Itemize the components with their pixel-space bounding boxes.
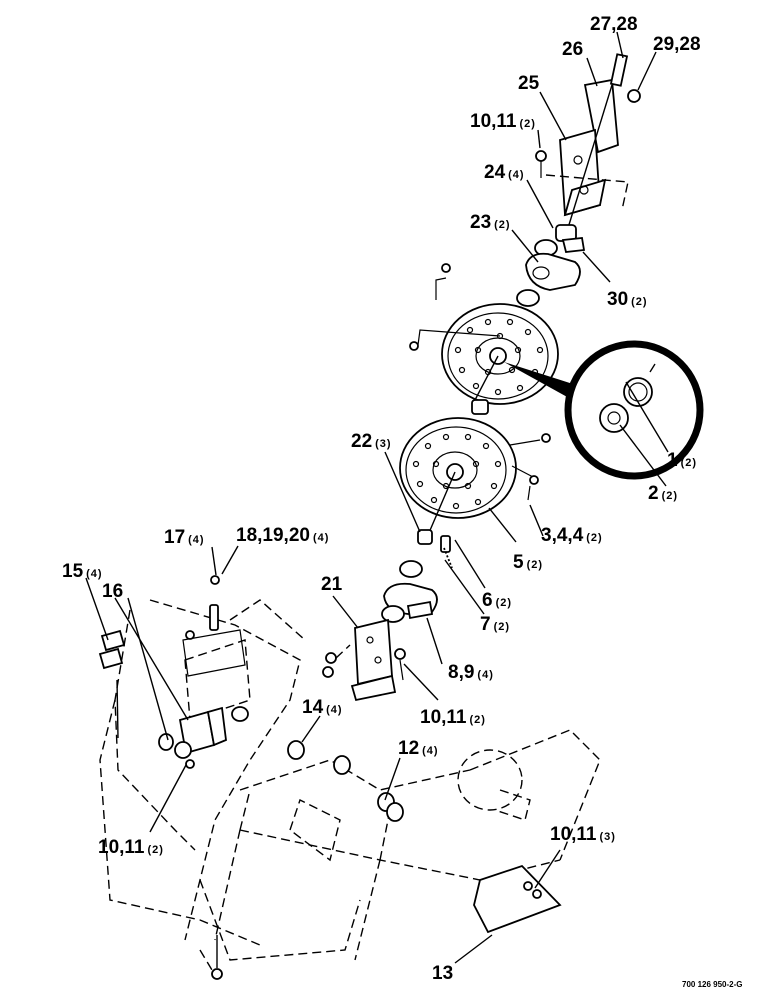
callout-10-11-mid: 10,11(2) [420,707,486,728]
callout-24: 24(4) [484,162,525,183]
callout-3-4-4: 3,4,4(2) [541,525,603,546]
callout-labels: 27,28 26 29,28 25 10,11(2) 24(4) 23(2) 3… [62,14,701,984]
cover-13 [473,864,562,934]
callout-10-11-left: 10,11(2) [98,837,164,858]
lower-arm [381,560,438,623]
lower-bearings [287,740,404,822]
callout-1: 1(2) [667,450,697,471]
callout-6: 6(2) [482,590,512,611]
callout-26: 26 [562,39,583,60]
callout-15: 15(4) [62,561,103,582]
callout-10-11-cover: 10,11(3) [550,824,616,845]
drawing-code: 700 126 950-2-G [682,980,743,989]
leader-lines [85,31,669,964]
upper-pulley [409,263,559,415]
callout-30: 30(2) [607,289,648,310]
callout-16: 16 [102,581,123,602]
callout-10-11-top: 10,11(2) [470,111,536,132]
callout-12: 12(4) [398,738,439,759]
callout-18-19-20: 18,19,20(4) [236,525,329,546]
callout-21: 21 [321,574,343,595]
callout-7: 7(2) [480,614,510,635]
bracket-21 [322,618,406,702]
callout-8-9: 8,9(4) [448,662,494,683]
lower-pulley [399,417,551,569]
callout-29-28: 29,28 [653,34,701,55]
bottom-bolt [211,935,223,980]
callout-25: 25 [518,73,540,94]
callout-14: 14(4) [302,697,343,718]
callout-5: 5(2) [513,552,543,573]
zoom-detail [504,340,704,480]
callout-22: 22(3) [351,431,392,452]
left-components [98,575,249,769]
callout-2: 2(2) [648,483,678,504]
upper-bracket-assembly [516,53,641,307]
callout-17: 17(4) [164,527,205,548]
callout-13: 13 [432,963,453,984]
callout-23: 23(2) [470,212,511,233]
callout-27-28: 27,28 [590,14,638,35]
